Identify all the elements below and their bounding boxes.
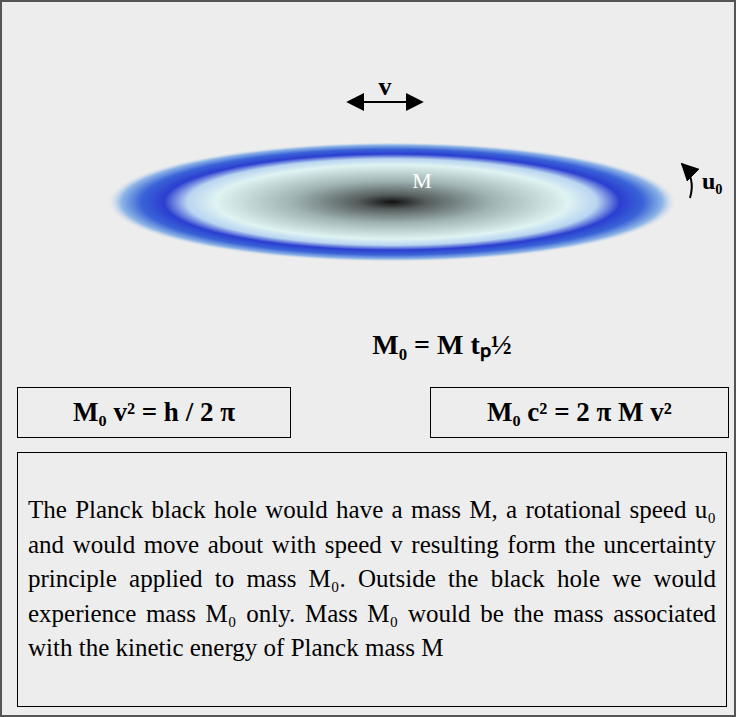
description-box: The Planck black hole would have a mass …	[17, 452, 727, 707]
formula-label: M₀ = M tₚ½	[372, 324, 512, 362]
velocity-label: v	[379, 72, 392, 102]
equation-box: M₀ v² = h / 2 π	[17, 387, 291, 438]
velocity-arrow	[348, 101, 422, 103]
rotation-arrow	[682, 164, 692, 198]
equation-text: M₀ v² = h / 2 π	[24, 396, 284, 428]
equation-box: M₀ c² = 2 π M v²	[430, 387, 729, 438]
accretion-disk	[107, 142, 677, 262]
mass-label: M	[412, 168, 432, 194]
rotation-label: u₀	[702, 168, 723, 195]
description-text: The Planck black hole would have a mass …	[28, 493, 716, 666]
equation-text: M₀ c² = 2 π M v²	[437, 396, 722, 428]
